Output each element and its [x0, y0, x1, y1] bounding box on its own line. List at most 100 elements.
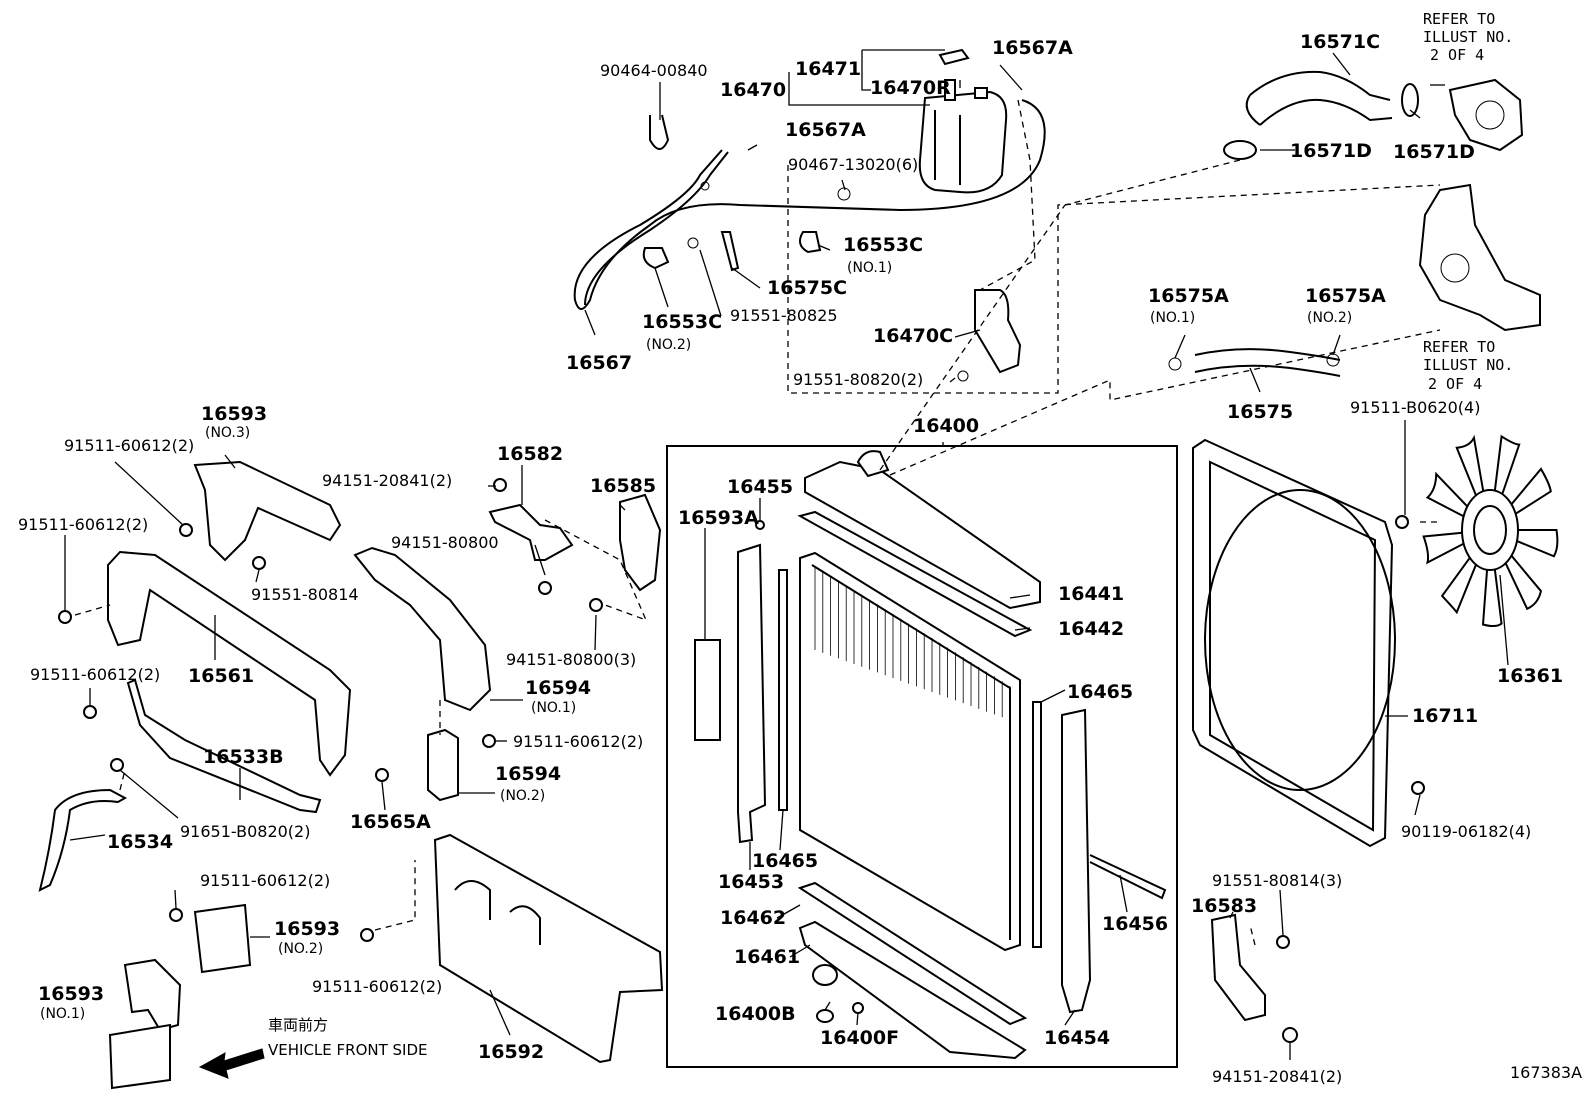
label-91651-b0820: 91651-B0820(2): [180, 822, 310, 841]
vehicle-front-jp: 車両前方: [268, 1016, 328, 1034]
radiator-assembly-box: [666, 445, 1178, 1068]
bolt-91551-80814-3: [1276, 935, 1290, 949]
bypass-hose: [1194, 348, 1341, 377]
seal-16593-no2: [193, 903, 252, 974]
label-16553c-no1-sub: (NO.1): [847, 260, 892, 276]
label-16567: 16567: [566, 352, 632, 374]
label-16593-no1-sub: (NO.1): [40, 1006, 85, 1022]
support-16561: [107, 550, 352, 777]
water-inlet-housing: [1418, 183, 1541, 332]
label-91551-80814-3: 91551-80814(3): [1212, 871, 1342, 890]
label-91511-b0620: 91511-B0620(4): [1350, 398, 1480, 417]
reservoir-tank: [918, 48, 1008, 194]
drain-plug-16400b: [816, 1009, 834, 1023]
label-16571c: 16571C: [1300, 31, 1380, 53]
label-16533b: 16533B: [203, 746, 284, 768]
label-16442: 16442: [1058, 618, 1124, 640]
under-cover-notches: [454, 880, 541, 945]
fan-blade: [1455, 434, 1487, 506]
label-16471: 16471: [795, 58, 861, 80]
bolt-91511-60612-d: [83, 705, 97, 719]
hose-clamp-16553c-no2: [642, 247, 670, 270]
bolt-91511-60612-c: [482, 734, 496, 748]
label-16593-no3-sub: (NO.3): [205, 425, 250, 441]
bolt-91551-80825: [687, 237, 699, 249]
seal-16593a: [694, 639, 721, 741]
drain-cock: [812, 964, 838, 986]
label-16465-right: 16465: [1067, 681, 1133, 703]
label-90464-00840: 90464-00840: [600, 61, 708, 80]
nut-94151-20841-bottom: [1282, 1027, 1298, 1043]
label-16592: 16592: [478, 1041, 544, 1063]
fan-blade: [1504, 467, 1552, 520]
upper-radiator-hose: [1223, 70, 1419, 160]
plate-16593-no1: [108, 1023, 171, 1090]
clamp-16575a-no1: [1168, 357, 1182, 371]
label-16441: 16441: [1058, 583, 1124, 605]
label-94151-20841-top: 94151-20841(2): [322, 471, 452, 490]
front-arrow-icon: [198, 1048, 265, 1079]
stay-16534: [38, 788, 128, 892]
label-91511-60612-e: 91511-60612(2): [200, 871, 330, 890]
drain-o-ring-16400f: [852, 1002, 864, 1014]
label-16582: 16582: [497, 443, 563, 465]
refer-note-mid: REFER TO ILLUST NO. 2 OF 4: [1423, 338, 1513, 393]
label-16593a: 16593A: [678, 507, 759, 529]
label-94151-80800: 94151-80800: [391, 533, 499, 552]
label-16470: 16470: [720, 79, 786, 101]
label-16575: 16575: [1227, 401, 1293, 423]
label-91511-60612-d: 91511-60612(2): [513, 732, 643, 751]
label-16455: 16455: [727, 476, 793, 498]
water-outlet-housing: [1448, 78, 1524, 152]
bolt-91511-60612-b: [58, 610, 72, 624]
bolt-91651-b0820: [110, 758, 124, 772]
label-94151-20841-bottom: 94151-20841(2): [1212, 1067, 1342, 1086]
refer-note-top-line1: REFER TO: [1423, 10, 1495, 28]
label-16583: 16583: [1191, 895, 1257, 917]
refer-note-top: REFER TO ILLUST NO. 2 OF 4: [1423, 10, 1513, 64]
bolt-91511-60612-f: [360, 928, 374, 942]
bolt-16455: [755, 520, 765, 530]
label-91511-60612-a: 91511-60612(2): [64, 436, 194, 455]
refer-note-top-line3: 2 OF 4: [1430, 46, 1484, 64]
bracket-16533b: [126, 678, 322, 814]
side-seal-left: [778, 569, 788, 811]
label-91551-80814: 91551-80814: [251, 585, 359, 604]
refer-note-top-line2: ILLUST NO.: [1423, 28, 1513, 46]
fan-nut: [1395, 515, 1409, 529]
label-90467-13020: 90467-13020(6): [788, 155, 918, 174]
label-16567a-top: 16567A: [992, 37, 1073, 59]
label-16594-no1: 16594: [525, 677, 591, 699]
label-16575a-no1-sub: (NO.1): [1150, 310, 1195, 326]
label-16711: 16711: [1412, 705, 1478, 727]
label-16575a-no2: 16575A: [1305, 285, 1386, 307]
label-16594-no1-sub: (NO.1): [531, 700, 576, 716]
label-16400b: 16400B: [715, 1003, 796, 1025]
label-16470c: 16470C: [873, 325, 953, 347]
bolt-16565a: [375, 768, 389, 782]
label-16594-no2-sub: (NO.2): [500, 788, 545, 804]
label-16361: 16361: [1497, 665, 1563, 687]
reservoir-bracket: [974, 289, 1022, 374]
bolt-90119-06182: [1411, 781, 1425, 795]
hose-clamp-16553c-no1: [798, 231, 822, 254]
label-16400: 16400: [913, 415, 979, 437]
hose-clip: [649, 114, 670, 150]
fan-blade: [1440, 549, 1481, 615]
lower-gasket: [797, 881, 1028, 1026]
label-16470r: 16470R: [870, 77, 951, 99]
side-bracket-left: [737, 543, 767, 844]
bracket-16583: [1210, 913, 1266, 1022]
label-16593-no2: 16593: [274, 918, 340, 940]
clip-90467: [837, 187, 851, 201]
label-16534: 16534: [107, 831, 173, 853]
rubber-strip-16456: [1089, 854, 1167, 900]
overflow-hose: [573, 99, 1046, 310]
refer-note-mid-line2: ILLUST NO.: [1423, 356, 1513, 374]
nut-94151-80800-3: [589, 598, 603, 612]
support-16594-no1: [353, 546, 492, 712]
label-91511-60612-b: 91511-60612(2): [18, 515, 148, 534]
label-16571d-b: 16571D: [1393, 141, 1475, 163]
nut-94151-80800: [538, 581, 552, 595]
